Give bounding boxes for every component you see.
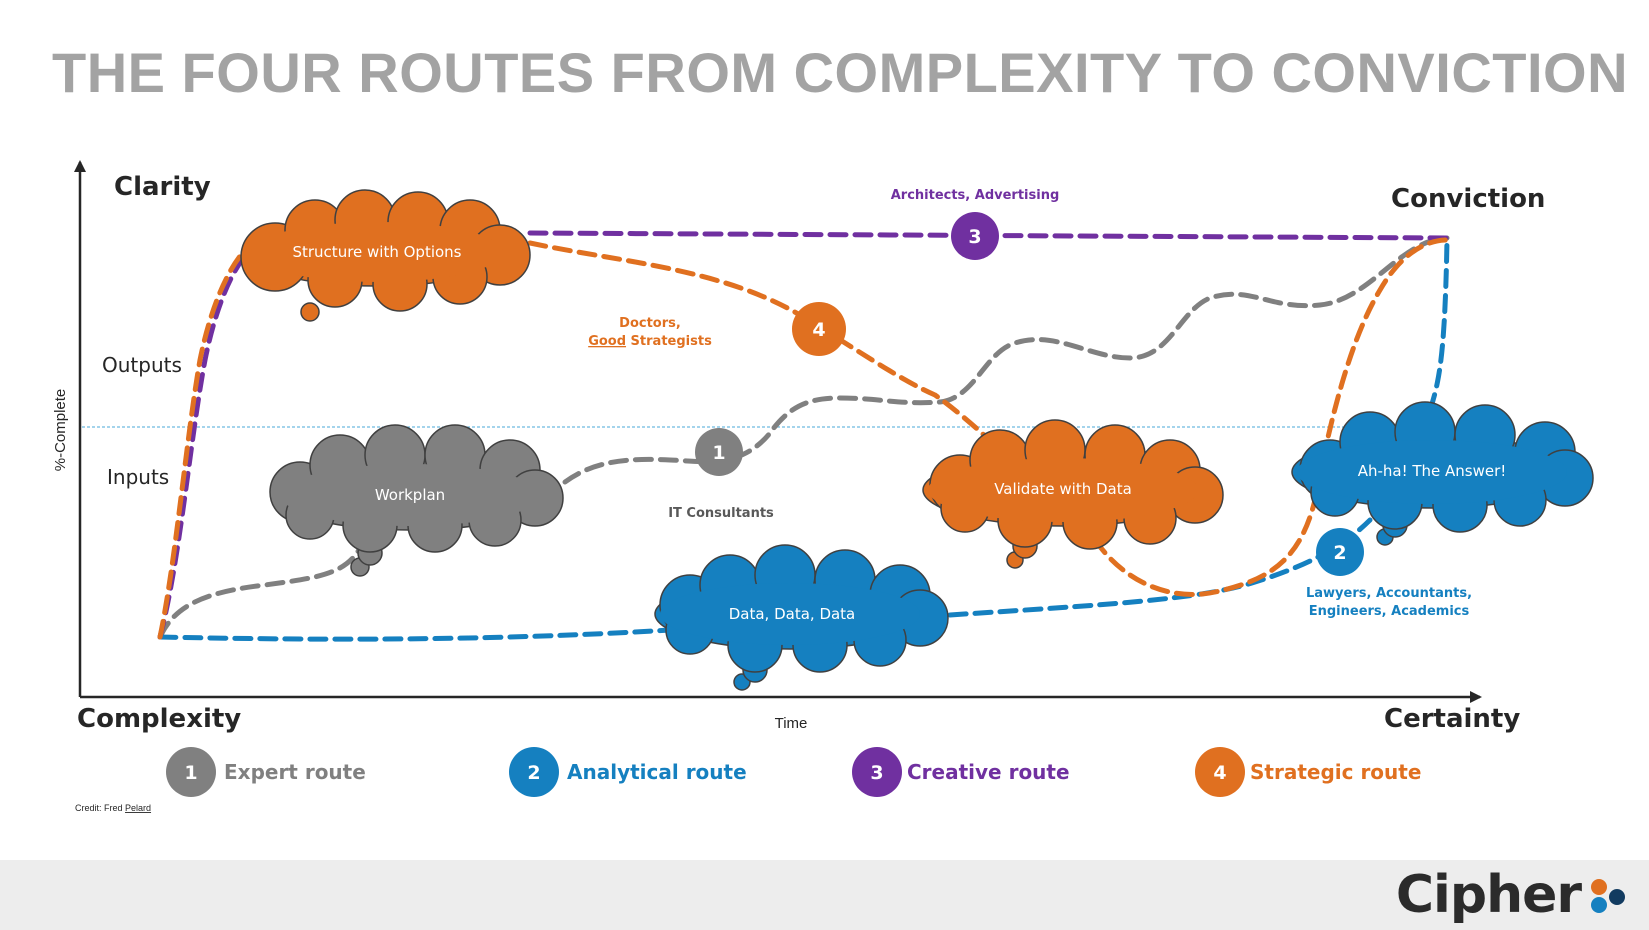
legend-marker-3 <box>852 747 902 797</box>
svg-text:4: 4 <box>812 319 825 341</box>
cloud-label-structure: Structure with Options <box>292 243 461 261</box>
logo-text: Cipher <box>1395 865 1582 925</box>
logo-dots-icon <box>1589 875 1627 915</box>
svg-text:3: 3 <box>968 226 981 248</box>
svg-text:2: 2 <box>527 762 540 784</box>
cloud-workplan <box>269 424 564 577</box>
legend-label-analytical: Analytical route <box>567 760 747 784</box>
legend-strategic-route: 4 Strategic route <box>1195 747 1421 797</box>
legend-marker-1 <box>166 747 216 797</box>
label-outputs: Outputs <box>102 353 182 377</box>
legend-label-creative: Creative route <box>907 760 1070 784</box>
legend-label-strategic: Strategic route <box>1250 760 1421 784</box>
svg-text:1: 1 <box>184 762 197 784</box>
svg-text:4: 4 <box>1213 762 1226 784</box>
svg-text:3: 3 <box>870 762 883 784</box>
label-inputs: Inputs <box>107 465 169 489</box>
cloud-label-data: Data, Data, Data <box>729 605 856 623</box>
label-it-consultants: IT Consultants <box>668 506 774 521</box>
label-conviction: Conviction <box>1391 184 1545 214</box>
cipher-logo: Cipher <box>1396 862 1627 928</box>
label-doctors-good: Good <box>588 334 626 349</box>
marker-creative: 3 <box>951 212 999 260</box>
label-lawyers-line2: Engineers, Academics <box>1309 604 1470 619</box>
label-architects: Architects, Advertising <box>891 188 1060 203</box>
legend-marker-4 <box>1195 747 1245 797</box>
cloud-label-answer: Ah-ha! The Answer! <box>1358 462 1507 480</box>
legend-analytical-route: 2 Analytical route <box>509 747 747 797</box>
x-axis-label: Time <box>775 715 808 732</box>
cloud-structure-with-options <box>240 189 531 322</box>
legend-label-expert: Expert route <box>224 760 366 784</box>
footer-bar <box>0 860 1649 930</box>
y-axis-label: %-Complete <box>52 389 69 472</box>
routes-diagram: %-Complete Time Clarity Complexity Convi… <box>52 160 1594 813</box>
label-doctors-line2: Good Strategists <box>588 334 712 349</box>
cloud-validate <box>922 419 1224 569</box>
credit-text: Credit: Fred Pelard <box>75 803 151 813</box>
marker-expert: 1 <box>695 428 743 476</box>
label-doctors-line1: Doctors, <box>619 316 681 331</box>
label-lawyers-line1: Lawyers, Accountants, <box>1306 586 1472 601</box>
label-complexity: Complexity <box>77 704 241 734</box>
label-doctors-rest: Strategists <box>626 334 712 349</box>
label-clarity: Clarity <box>114 172 211 202</box>
cloud-label-validate: Validate with Data <box>994 480 1132 498</box>
label-certainty: Certainty <box>1384 704 1520 734</box>
cloud-label-workplan: Workplan <box>375 486 445 504</box>
credit-prefix: Credit: Fred <box>75 803 125 813</box>
page-title: THE FOUR ROUTES FROM COMPLEXITY TO CONVI… <box>52 41 1629 104</box>
legend-expert-route: 1 Expert route <box>166 747 366 797</box>
legend-creative-route: 3 Creative route <box>852 747 1070 797</box>
svg-text:1: 1 <box>712 442 725 464</box>
svg-text:2: 2 <box>1333 542 1346 564</box>
cloud-data <box>654 544 949 691</box>
cloud-answer <box>1291 401 1594 546</box>
credit-name: Pelard <box>125 803 151 813</box>
legend-marker-2 <box>509 747 559 797</box>
marker-analytical: 2 <box>1316 528 1364 576</box>
marker-strategic: 4 <box>792 302 846 356</box>
